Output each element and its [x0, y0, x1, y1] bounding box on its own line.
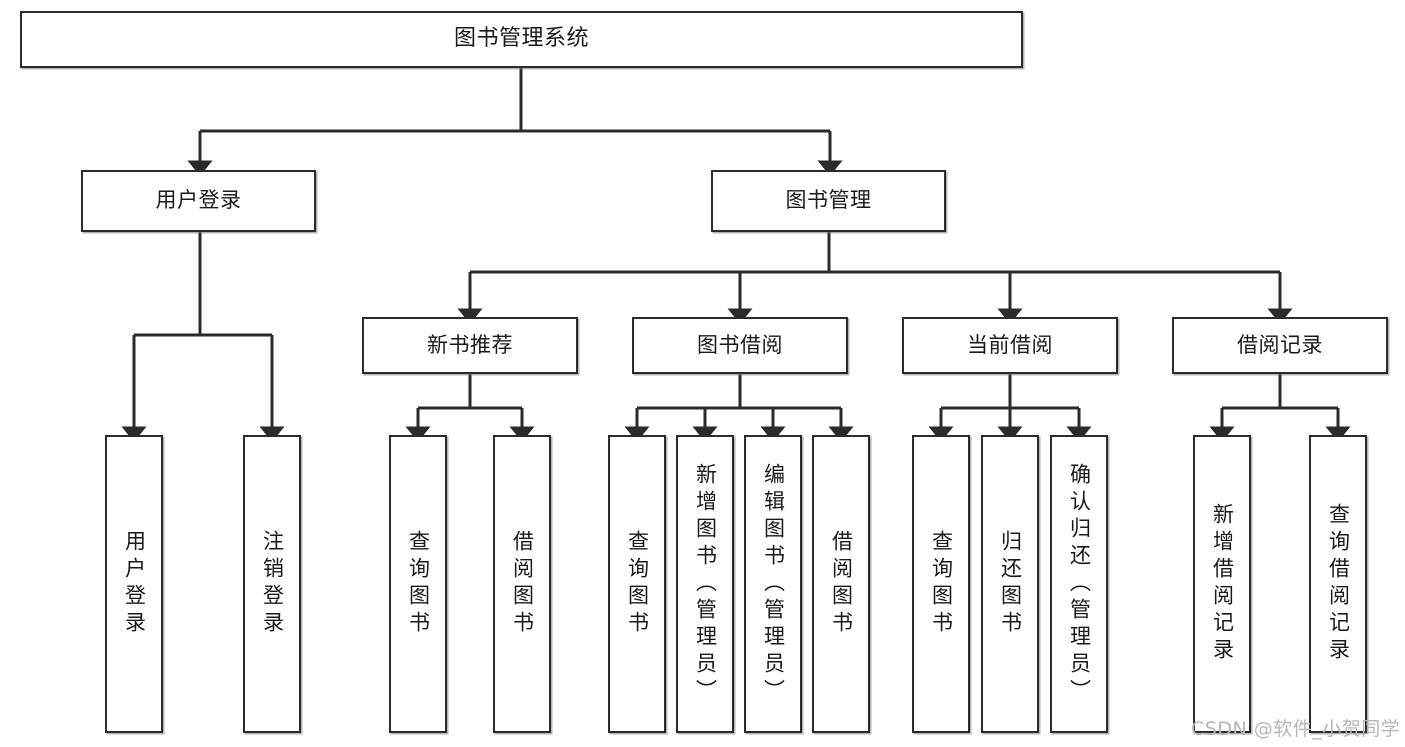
- node-new-book-recommend[interactable]: 新书推荐: [362, 317, 578, 374]
- leaf-query-record-label: 查询借阅记录: [1326, 503, 1351, 665]
- leaf-query-book-2-label: 查询图书: [625, 530, 650, 638]
- leaf-return-book-label: 归还图书: [998, 530, 1023, 638]
- node-book-manage[interactable]: 图书管理: [711, 170, 946, 232]
- leaf-query-book-2[interactable]: 查询图书: [608, 435, 666, 733]
- node-borrow-record-label: 借阅记录: [1237, 332, 1323, 357]
- leaf-add-record-label: 新增借阅记录: [1210, 503, 1235, 665]
- leaf-user-login[interactable]: 用户登录: [105, 435, 163, 733]
- node-book-borrow[interactable]: 图书借阅: [632, 317, 848, 374]
- leaf-user-login-label: 用户登录: [122, 530, 147, 638]
- leaf-borrow-book-1[interactable]: 借阅图书: [493, 435, 551, 733]
- leaf-borrow-book-1-label: 借阅图书: [510, 530, 535, 638]
- node-borrow-record[interactable]: 借阅记录: [1172, 317, 1388, 374]
- leaf-query-book-1[interactable]: 查询图书: [389, 435, 447, 733]
- node-current-borrow-label: 当前借阅: [967, 332, 1053, 357]
- node-current-borrow[interactable]: 当前借阅: [902, 317, 1118, 374]
- leaf-edit-book[interactable]: 编辑图书（管理员）: [744, 435, 802, 733]
- node-book-manage-label: 图书管理: [785, 188, 872, 213]
- leaf-query-book-1-label: 查询图书: [406, 530, 431, 638]
- leaf-logout-label: 注销登录: [260, 530, 285, 638]
- leaf-confirm-return-label: 确认归还（管理员）: [1067, 462, 1092, 706]
- leaf-return-book[interactable]: 归还图书: [981, 435, 1039, 733]
- leaf-confirm-return[interactable]: 确认归还（管理员）: [1050, 435, 1108, 733]
- leaf-borrow-book-2[interactable]: 借阅图书: [812, 435, 870, 733]
- node-user-login-label: 用户登录: [155, 188, 242, 213]
- node-book-borrow-label: 图书借阅: [697, 332, 783, 357]
- node-root-label: 图书管理系统: [453, 26, 589, 52]
- node-user-login[interactable]: 用户登录: [81, 170, 316, 232]
- leaf-query-record[interactable]: 查询借阅记录: [1309, 435, 1367, 733]
- leaf-add-book[interactable]: 新增图书（管理员）: [676, 435, 734, 733]
- leaf-query-book-3-label: 查询图书: [929, 530, 954, 638]
- leaf-edit-book-label: 编辑图书（管理员）: [761, 462, 786, 706]
- node-new-book-recommend-label: 新书推荐: [427, 332, 513, 357]
- leaf-logout[interactable]: 注销登录: [243, 435, 301, 733]
- leaf-add-record[interactable]: 新增借阅记录: [1193, 435, 1251, 733]
- leaf-add-book-label: 新增图书（管理员）: [693, 462, 718, 706]
- node-root[interactable]: 图书管理系统: [20, 11, 1023, 68]
- leaf-query-book-3[interactable]: 查询图书: [912, 435, 970, 733]
- leaf-borrow-book-2-label: 借阅图书: [829, 530, 854, 638]
